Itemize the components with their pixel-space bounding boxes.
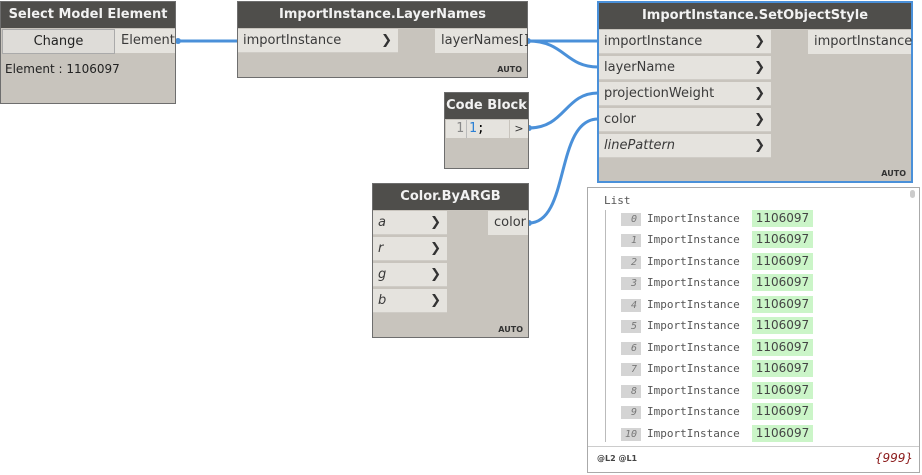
list-levels[interactable]: @L2 @L1 xyxy=(597,454,638,463)
output-port[interactable]: > xyxy=(510,120,528,138)
input-port-importinstance[interactable]: importInstance ❯ xyxy=(238,29,398,53)
input-port-g[interactable]: g ❯ xyxy=(373,263,447,287)
lacing-label: AUTO xyxy=(497,65,522,74)
chevron-right-icon: ❯ xyxy=(381,33,392,48)
input-port-linepattern[interactable]: linePattern ❯ xyxy=(599,134,771,158)
node-title: Code Block xyxy=(445,93,528,119)
select-model-element-node[interactable]: Select Model Element Change Element Elem… xyxy=(0,1,176,104)
output-port-importinstance[interactable]: importInstance xyxy=(808,30,912,54)
element-info: Element : 1106097 xyxy=(5,62,120,76)
chevron-right-icon: ❯ xyxy=(430,215,441,230)
chevron-right-icon: ❯ xyxy=(754,138,765,153)
chevron-right-icon: ❯ xyxy=(430,241,441,256)
node-title: Select Model Element xyxy=(1,2,175,28)
input-port-color[interactable]: color ❯ xyxy=(599,108,771,132)
chevron-right-icon: ❯ xyxy=(754,60,765,75)
tree-line xyxy=(605,210,606,442)
item-count: {999} xyxy=(874,451,913,465)
scrollbar-thumb[interactable] xyxy=(910,190,915,198)
chevron-right-icon: ❯ xyxy=(754,34,765,49)
code-suffix: ; xyxy=(476,121,485,136)
list-header: List xyxy=(604,194,631,207)
chevron-right-icon: ❯ xyxy=(430,293,441,308)
node-title: ImportInstance.LayerNames xyxy=(238,2,527,28)
lacing-label: AUTO xyxy=(881,169,906,178)
chevron-right-icon: ❯ xyxy=(430,267,441,282)
input-port-importinstance[interactable]: importInstance ❯ xyxy=(599,30,771,54)
input-port-r[interactable]: r ❯ xyxy=(373,237,447,261)
input-port-b[interactable]: b ❯ xyxy=(373,289,447,313)
node-title: ImportInstance.SetObjectStyle xyxy=(599,3,911,29)
color-byargb-node[interactable]: Color.ByARGB a ❯ r ❯ g ❯ b ❯ color AUTO xyxy=(372,183,529,338)
input-port-a[interactable]: a ❯ xyxy=(373,211,447,235)
output-port-color[interactable]: color xyxy=(488,211,528,235)
setobjectstyle-node[interactable]: ImportInstance.SetObjectStyle importInst… xyxy=(597,1,913,183)
line-number: 1 xyxy=(446,120,467,138)
change-button[interactable]: Change xyxy=(2,29,115,54)
output-port-layernames[interactable]: layerNames[] xyxy=(435,29,529,53)
input-port-layername[interactable]: layerName ❯ xyxy=(599,56,771,80)
code-value: 1 xyxy=(469,121,477,136)
preview-footer: @L2 @L1 {999} xyxy=(588,446,919,472)
chevron-right-icon: ❯ xyxy=(754,112,765,127)
wire-layernames-to-layername xyxy=(527,39,599,69)
output-port-element[interactable]: Element xyxy=(115,29,175,53)
layernames-node[interactable]: ImportInstance.LayerNames importInstance… xyxy=(237,1,529,78)
wire-codeblock-to-projectionweight xyxy=(528,91,599,130)
chevron-right-icon: ❯ xyxy=(754,86,765,101)
lacing-label: AUTO xyxy=(498,325,523,334)
input-port-projectionweight[interactable]: projectionWeight ❯ xyxy=(599,82,771,106)
node-title: Color.ByARGB xyxy=(373,184,528,210)
